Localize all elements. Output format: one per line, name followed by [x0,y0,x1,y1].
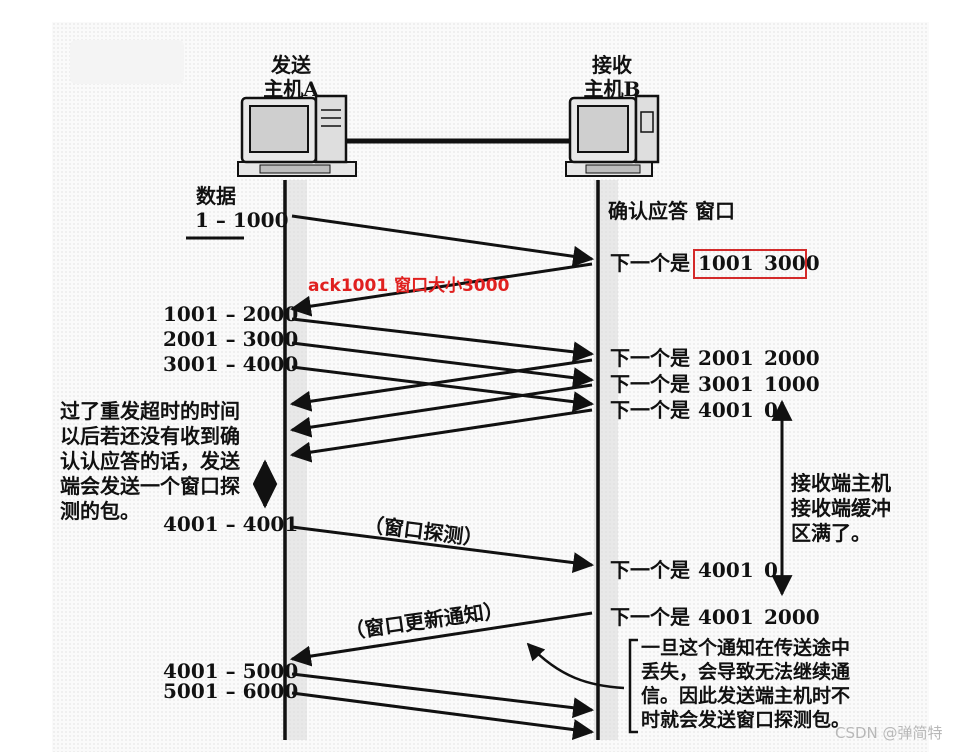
ack-prefix: 下一个是 [610,397,698,423]
loss-note-line: 时就会发送窗口探测包。 [641,708,850,732]
arrow-seg-1-1000 [292,216,592,259]
desktop-computer-icon [238,96,356,176]
host-b-title-line1: 接收 [579,53,645,77]
arrow-seg-5001-6000 [292,693,592,732]
probe-segment-label: 4001 – 4001 [163,512,298,536]
timeout-note: 过了重发超时的时间 以后若还没有收到确 认认应答的话，发送 端会发送一个窗口探 … [60,399,240,524]
loss-note-line: 一旦这个通知在传送途中 [641,636,850,660]
timeout-note-line: 过了重发超时的时间 [60,399,240,424]
arrow-seg-4001-5000 [292,674,592,710]
arrow-ack-3001 [292,385,592,430]
loss-note-bracket [630,640,638,732]
buffer-full-note: 接收端主机 接收端缓冲 区满了。 [791,471,891,546]
segment-label-5001-6000: 5001 – 6000 [163,679,298,703]
host-a-title: 发送 主机A [262,53,320,101]
timeout-note-line: 以后若还没有收到确 [60,424,240,449]
host-a-title-line2: 主机A [262,77,320,101]
ack-window: 0 [764,397,778,423]
ack-prefix: 下一个是 [610,345,698,371]
ack-prefix: 下一个是 [610,250,698,276]
ack-number: 4001 [698,604,762,630]
first-data-range: 1 – 1000 [195,208,289,232]
segment-label-2001-3000: 2001 – 3000 [163,327,298,351]
first-data-label: 数据 [196,184,236,208]
segment-label-1001-2000: 1001 – 2000 [163,302,298,326]
loss-note-line: 丢失，会导致无法继续通 [641,660,850,684]
receiver-column-header: 确认应答 窗口 [608,199,735,223]
arrow-ack-4001 [292,410,592,455]
ack-number: 2001 [698,345,762,371]
highlight-box [693,249,807,279]
ack-number: 3001 [698,371,762,397]
host-b-title: 接收 主机B [579,53,645,101]
host-a-title-line1: 发送 [262,53,320,77]
timeout-note-line: 认认应答的话，发送 [60,449,240,474]
buffer-note-line: 接收端缓冲 [791,496,891,521]
ack-prefix: 下一个是 [610,371,698,397]
segment-label-3001-4000: 3001 – 4000 [163,352,298,376]
ack-prefix: 下一个是 [610,604,698,630]
loss-note-line: 信。因此发送端主机时不 [641,684,850,708]
ack-window: 1000 [764,371,820,397]
ack-number: 4001 [698,397,762,423]
ack-number: 4001 [698,557,762,583]
watermark: CSDN @弹简特 [835,722,943,743]
loss-note: 一旦这个通知在传送途中 丢失，会导致无法继续通 信。因此发送端主机时不 时就会发… [641,636,850,732]
ack-prefix: 下一个是 [610,557,698,583]
ack-window: 2000 [764,604,820,630]
buffer-note-line: 接收端主机 [791,471,891,496]
ack-window: 0 [764,557,778,583]
buffer-note-line: 区满了。 [791,521,891,546]
host-b-title-line2: 主机B [579,77,645,101]
timeout-note-line: 端会发送一个窗口探 [60,474,240,499]
ack-window: 2000 [764,345,820,371]
server-computer-icon [566,96,658,176]
red-annotation: ack1001 窗口大小3000 [308,271,509,296]
